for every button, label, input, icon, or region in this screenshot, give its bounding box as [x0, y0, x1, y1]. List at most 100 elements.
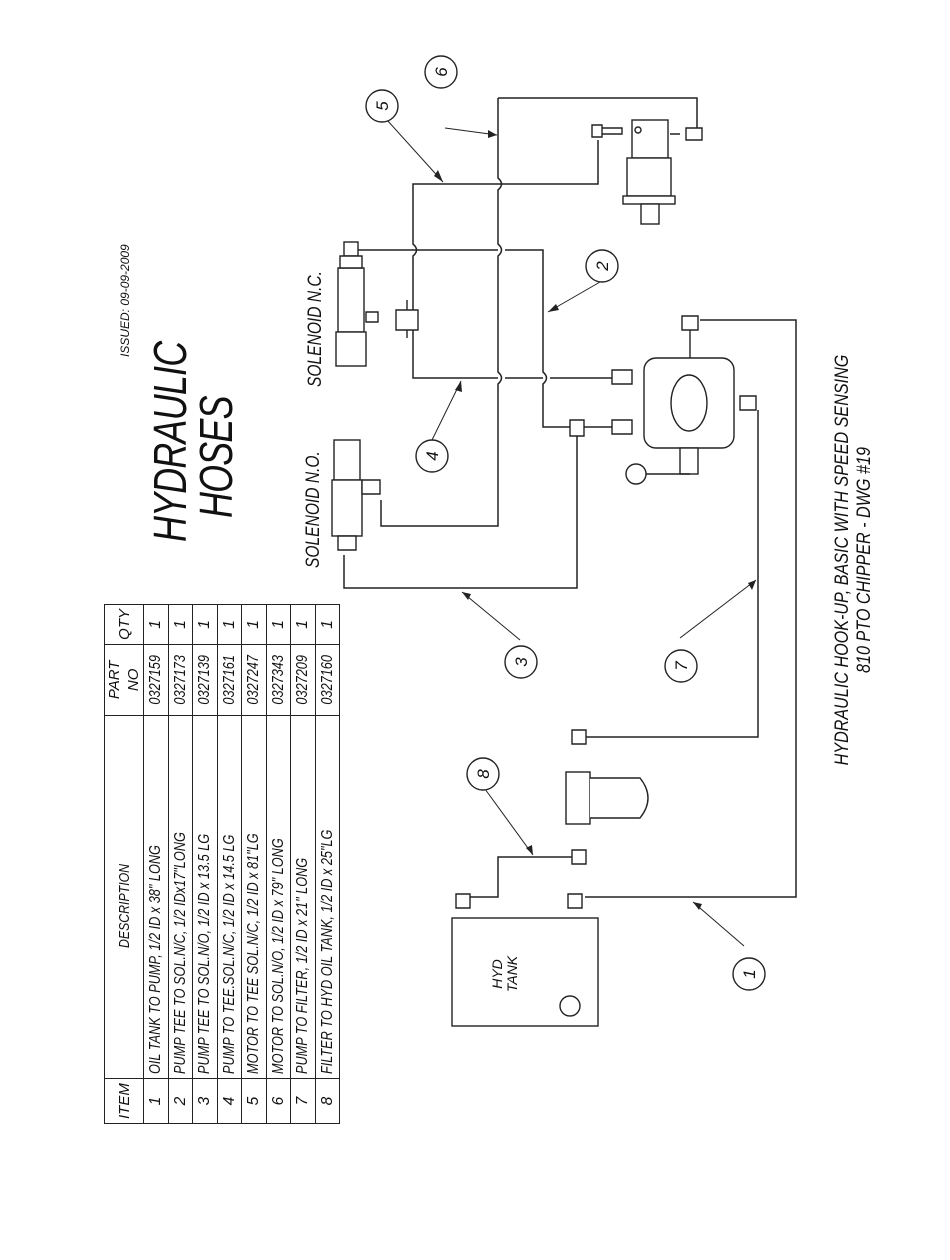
balloon-4: [415, 439, 449, 473]
table-row: 3 PUMP TEE TO SOL.N/O, 1/2 ID x 13.5 LG 03…: [192, 604, 217, 1124]
header-item: ITEM: [104, 1078, 144, 1124]
row-item: 1: [143, 1078, 168, 1124]
row-item: 4: [217, 1078, 242, 1124]
row-qty: 1: [168, 604, 193, 645]
balloon-2: [585, 249, 619, 283]
hose-2: [350, 249, 577, 428]
row-part-no: 0327209: [290, 644, 315, 716]
hose-7: [585, 410, 759, 738]
row-description-text: MOTOR TO TEE SOL.N/C, 1/2 ID x 81"LG: [245, 833, 263, 1075]
drawing-title-line1: HYDRAULIC: [144, 341, 196, 542]
balloon-3-label: 3: [512, 657, 531, 667]
hose-4: [412, 318, 612, 379]
balloon-8-label: 8: [474, 769, 493, 779]
row-description: OIL TANK TO PUMP, 1/2 ID x 38" LONG: [143, 715, 168, 1079]
row-qty: 1: [315, 604, 340, 645]
header-qty: QTY: [104, 604, 144, 645]
hydraulic-tank: [451, 893, 599, 1027]
row-qty: 1: [217, 604, 242, 645]
hose-8: [470, 856, 577, 898]
row-description-text: PUMP TEE TO SOL.N/C, 1/2 IDx17"LONG: [171, 832, 189, 1075]
row-description: PUMP TEE TO SOL.N/O, 1/2 ID x 13.5 LG: [192, 715, 217, 1079]
row-description: FILTER TO HYD OIL TANK, 1/2 ID x 25"LG: [315, 715, 340, 1079]
oil-filter: [565, 729, 649, 865]
hydraulic-pump: [569, 315, 757, 485]
balloon-6: [424, 55, 458, 89]
hydraulic-motor: [591, 119, 703, 225]
row-item: 2: [168, 1078, 193, 1124]
row-part-no-text: 0327173: [171, 655, 189, 705]
balloon-1-label: 1: [740, 969, 759, 978]
row-part-no-text: 0327161: [220, 655, 238, 705]
row-item: 3: [192, 1078, 217, 1124]
row-description: MOTOR TO TEE SOL.N/C, 1/2 ID x 81"LG: [241, 715, 266, 1079]
row-part-no: 0327247: [241, 644, 266, 716]
header-description: DESCRIPTION: [104, 715, 144, 1079]
row-qty: 1: [290, 604, 315, 645]
row-description-text: PUMP TO FILTER, 1/2 ID x 21" LONG: [294, 857, 312, 1075]
drawing-title-line2: HOSES: [190, 396, 242, 518]
header-part-no: PART NO: [104, 644, 144, 716]
row-description-text: OIL TANK TO PUMP, 1/2 ID x 38" LONG: [147, 845, 165, 1075]
balloon-5-label: 5: [373, 101, 392, 111]
hose-1: [585, 319, 797, 898]
row-description-text: PUMP TO TEE.SOL.N/C, 1/2 ID x 14.5 LG: [220, 834, 238, 1075]
row-part-no: 0327159: [143, 644, 168, 716]
table-row: 5 MOTOR TO TEE SOL.N/C, 1/2 ID x 81"LG 032…: [241, 604, 266, 1124]
row-description: PUMP TEE TO SOL.N/C, 1/2 IDx17"LONG: [168, 715, 193, 1079]
row-description-text: PUMP TEE TO SOL.N/O, 1/2 ID x 13.5 LG: [196, 833, 214, 1075]
drawing-caption: HYDRAULIC HOOK-UP, BASIC WITH SPEED SENS…: [832, 322, 876, 798]
table-row: 7 PUMP TO FILTER, 1/2 ID x 21" LONG 032720…: [290, 604, 315, 1124]
row-part-no-text: 0327160: [318, 655, 336, 705]
hyd-tank-label-line1: HYD: [489, 959, 505, 989]
row-part-no: 0327139: [192, 644, 217, 716]
row-item: 7: [290, 1078, 315, 1124]
row-qty: 1: [266, 604, 291, 645]
balloon-7: [664, 649, 698, 683]
balloon-1: [732, 957, 766, 991]
row-description: MOTOR TO SOL.N/O, 1/2 ID x 79" LONG: [266, 715, 291, 1079]
table-row: 6 MOTOR TO SOL.N/O, 1/2 ID x 79" LONG 0327…: [266, 604, 291, 1124]
parts-table-header: ITEM DESCRIPTION PART NO QTY: [104, 604, 144, 1124]
issued-date: ISSUED: 09-09-2009: [118, 244, 132, 357]
solenoid-nc-valve: [335, 241, 419, 367]
table-row: 4 PUMP TO TEE.SOL.N/C, 1/2 ID x 14.5 LG 03…: [217, 604, 242, 1124]
balloon-2-label: 2: [593, 261, 612, 272]
hyd-tank-label: HYD TANK: [489, 944, 520, 1004]
row-part-no-text: 0327139: [196, 655, 214, 705]
row-item: 8: [315, 1078, 340, 1124]
row-part-no: 0327173: [168, 644, 193, 716]
row-part-no-text: 0327343: [269, 655, 287, 705]
balloon-5: [365, 89, 399, 123]
row-item: 6: [266, 1078, 291, 1124]
row-part-no: 0327160: [315, 644, 340, 716]
solenoid-no-valve: [331, 439, 381, 551]
balloon-3: [504, 645, 538, 679]
row-part-no-text: 0327247: [245, 655, 263, 705]
caption-line1: HYDRAULIC HOOK-UP, BASIC WITH SPEED SENS…: [832, 354, 853, 766]
row-part-no: 0327343: [266, 644, 291, 716]
balloon-6-label: 6: [432, 67, 451, 77]
balloon-8: [466, 757, 500, 791]
row-qty: 1: [143, 604, 168, 645]
row-part-no: 0327161: [217, 644, 242, 716]
row-item: 5: [241, 1078, 266, 1124]
hyd-tank-label-line2: TANK: [504, 955, 520, 993]
caption-line2: 810 PTO CHIPPER - DWG #19: [854, 447, 875, 673]
row-description: PUMP TO TEE.SOL.N/C, 1/2 ID x 14.5 LG: [217, 715, 242, 1079]
row-qty: 1: [241, 604, 266, 645]
row-description-text: MOTOR TO SOL.N/O, 1/2 ID x 79" LONG: [269, 838, 287, 1075]
row-description: PUMP TO FILTER, 1/2 ID x 21" LONG: [290, 715, 315, 1079]
balloon-4-label: 4: [423, 451, 442, 460]
solenoid-nc-label: SOLENOID N.C.: [305, 270, 326, 387]
header-description-text: DESCRIPTION: [115, 864, 133, 949]
row-part-no-text: 0327159: [147, 655, 165, 705]
balloon-7-label: 7: [672, 661, 691, 671]
row-part-no-text: 0327209: [294, 655, 312, 705]
hose-3: [343, 427, 578, 589]
solenoid-no-label: SOLENOID N.O.: [303, 451, 324, 568]
